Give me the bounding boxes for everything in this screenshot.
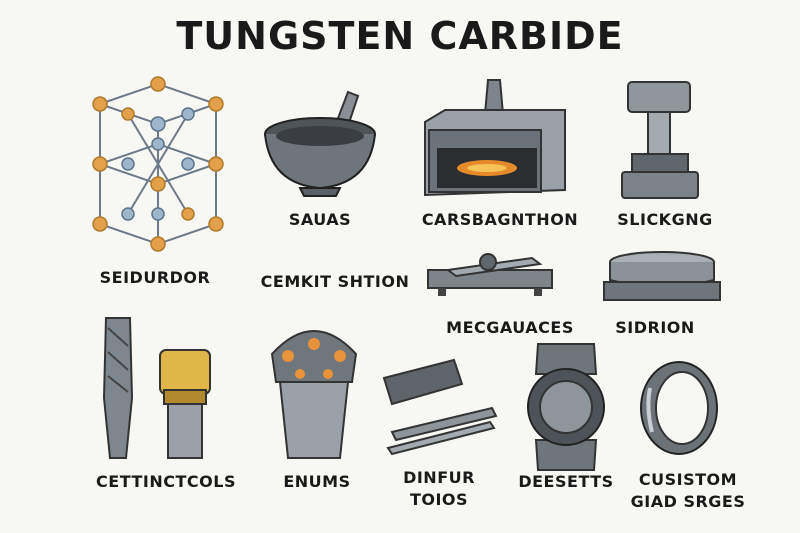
label-drill-tools-line1: DINFUR bbox=[403, 468, 475, 487]
watch-illustration bbox=[527, 343, 605, 471]
label-furnace: CARSBAGNTHON bbox=[421, 210, 579, 229]
label-cutting-tools: CETTINCTCOLS bbox=[96, 472, 236, 491]
furnace-illustration bbox=[424, 79, 566, 197]
label-drill-tools-line2: TOIOS bbox=[409, 490, 469, 509]
label-custom-line1: CUSISTOM bbox=[638, 470, 738, 489]
lathe-illustration bbox=[427, 253, 553, 296]
label-sintering: SIDRION bbox=[615, 318, 695, 337]
label-crystal: SEIDURDOR bbox=[99, 268, 211, 287]
label-bits: ENUMS bbox=[283, 472, 351, 491]
insert-rods-illustration bbox=[382, 358, 498, 456]
sintering-disc-illustration bbox=[603, 251, 721, 301]
crystal-lattice-illustration bbox=[92, 76, 224, 252]
ring-illustration bbox=[640, 361, 718, 455]
label-custom-line2: GIAD SRGES bbox=[630, 492, 746, 511]
label-mechanical: MECGAUACES bbox=[446, 318, 574, 337]
mining-bit-illustration bbox=[270, 330, 358, 459]
label-press: SLICKGNG bbox=[617, 210, 713, 229]
label-deserts: DEESETTS bbox=[518, 472, 614, 491]
press-illustration bbox=[621, 81, 699, 199]
label-mortar: SAUAS bbox=[288, 210, 352, 229]
label-cemkit: CEMKIT SHTION bbox=[260, 272, 410, 291]
page-title: TUNGSTEN CARBIDE bbox=[176, 14, 624, 58]
cutting-tools-illustration bbox=[102, 317, 211, 459]
mortar-pestle-illustration bbox=[264, 90, 376, 197]
